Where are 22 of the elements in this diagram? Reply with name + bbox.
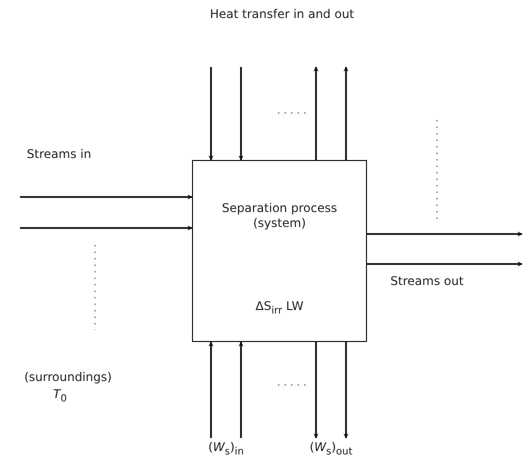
arrow — [367, 232, 522, 236]
process-box — [192, 160, 367, 342]
arrow — [314, 342, 318, 438]
process-annotation: ΔS$_{irr}$ LW — [254, 299, 304, 318]
process-label: Separation process (system) — [220, 201, 338, 231]
arrow — [344, 342, 348, 438]
work-symbol: (W$_{s}$)$_{in}$ — [196, 438, 256, 460]
temperature-symbol: T$_{0}$ — [52, 387, 68, 404]
arrow — [20, 194, 192, 200]
arrow — [314, 66, 318, 160]
arrow — [344, 66, 348, 160]
surroundings-label: (surroundings) — [23, 370, 113, 384]
arrow — [367, 262, 522, 266]
arrow — [208, 67, 214, 160]
work-symbol: (W$_{s}$)$_{out}$ — [300, 438, 362, 460]
streams-label: Streams in — [26, 147, 92, 161]
arrow — [238, 342, 244, 438]
arrow — [238, 67, 244, 160]
arrow — [208, 342, 214, 438]
arrow — [20, 226, 192, 230]
streams-label: Streams out — [389, 274, 465, 288]
heading-label: Heat transfer in and out — [208, 7, 356, 21]
